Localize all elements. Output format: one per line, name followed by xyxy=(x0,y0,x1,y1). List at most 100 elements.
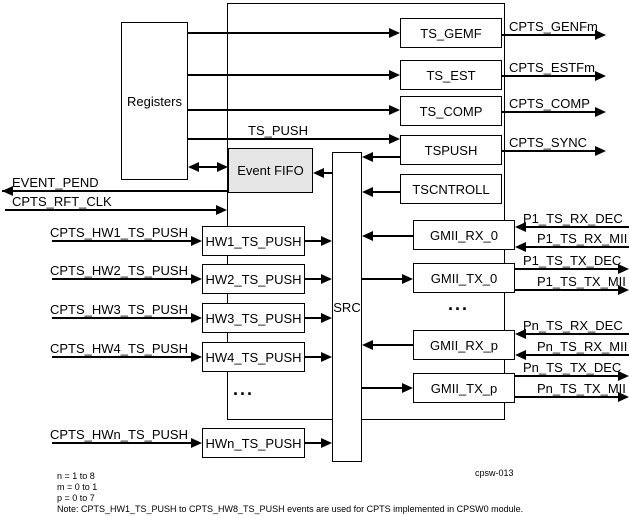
block-gmii-rx-0: GMII_RX_0 xyxy=(413,220,515,250)
wire-hw1-src xyxy=(305,240,321,242)
wire-p1-ts-rx-dec xyxy=(521,226,629,228)
arrowhead-left xyxy=(188,162,199,172)
arrowhead-right xyxy=(595,71,606,81)
arrowhead-left xyxy=(515,350,526,360)
label-cpts-genfm: CPTS_GENFm xyxy=(509,19,598,34)
label-cpts-comp: CPTS_COMP xyxy=(509,96,590,111)
block-hw4-ts-push: HW4_TS_PUSH xyxy=(202,342,305,372)
wire-hw4-src xyxy=(305,356,321,358)
wire-cpts-estfm xyxy=(502,75,595,77)
cpts-module-boundary xyxy=(227,3,505,420)
wire-event-pend xyxy=(2,190,228,192)
arrowhead-left xyxy=(515,222,526,232)
block-src: SRC xyxy=(332,152,362,462)
arrowhead-right xyxy=(618,285,629,295)
wire-registers-ts-est xyxy=(188,74,389,76)
wire-cpts-hwn-ts-push xyxy=(52,442,191,444)
arrowhead-right xyxy=(389,105,400,115)
arrowhead-right xyxy=(191,352,202,362)
block-hwn-ts-push: HWn_TS_PUSH xyxy=(202,428,305,458)
wire-cpts-genfm xyxy=(502,34,595,36)
label-pn-ts-tx-dec: Pn_TS_TX_DEC xyxy=(523,360,622,375)
block-hw3-ts-push: HW3_TS_PUSH xyxy=(202,303,305,333)
label-cpts-hwn-ts-push: CPTS_HWn_TS_PUSH xyxy=(50,427,188,442)
arrowhead-right xyxy=(321,274,332,284)
wire-src-gmii-tx-0 xyxy=(362,278,402,280)
block-hw1-ts-push: HW1_TS_PUSH xyxy=(202,226,305,256)
wire-registers-event-fifo xyxy=(199,166,219,168)
wire-pn-ts-rx-mii xyxy=(521,354,629,356)
arrowhead-right xyxy=(321,352,332,362)
label-event-pend: EVENT_PEND xyxy=(12,175,99,190)
wire-cpts-hw4-ts-push xyxy=(52,356,191,358)
block-gmii-tx-0: GMII_TX_0 xyxy=(413,263,515,293)
wire-gmii-rx-0-src xyxy=(367,235,413,237)
arrowhead-right xyxy=(191,438,202,448)
wire-pn-ts-tx-mii xyxy=(515,396,618,398)
arrowhead-right xyxy=(402,383,413,393)
block-ts-comp: TS_COMP xyxy=(400,96,502,126)
block-ts-gemf: TS_GEMF xyxy=(400,18,502,48)
arrowhead-right xyxy=(595,146,606,156)
block-tscntroll: TSCNTROLL xyxy=(400,174,502,204)
wire-p1-ts-tx-mii xyxy=(515,289,618,291)
block-ts-est: TS_EST xyxy=(400,60,502,90)
label-pn-ts-rx-mii: Pn_TS_RX_MII xyxy=(537,339,628,354)
label-p1-ts-tx-mii: P1_TS_TX_MII xyxy=(537,274,626,289)
wire-tspush-src xyxy=(367,156,400,158)
figure-id: cpsw-013 xyxy=(475,468,514,478)
block-gmii-tx-p: GMII_TX_p xyxy=(413,373,515,403)
arrowhead-right xyxy=(389,134,400,144)
label-p1-ts-rx-mii: P1_TS_RX_MII xyxy=(537,231,628,246)
arrowhead-right xyxy=(321,236,332,246)
arrowhead-right xyxy=(389,70,400,80)
arrowhead-left xyxy=(313,168,324,178)
wire-p1-ts-rx-mii xyxy=(521,246,629,248)
wire-pn-ts-tx-dec xyxy=(515,375,618,377)
arrowhead-left xyxy=(362,187,373,197)
label-ts-push: TS_PUSH xyxy=(248,123,308,138)
wire-cpts-hw2-ts-push xyxy=(52,278,191,280)
wire-tscntroll-src xyxy=(367,191,400,193)
arrowhead-right xyxy=(618,264,629,274)
arrowhead-right xyxy=(191,274,202,284)
arrowhead-right xyxy=(402,274,413,284)
wire-cpts-rft-clk xyxy=(5,209,216,211)
wire-registers-ts-gemf xyxy=(188,32,389,34)
block-registers: Registers xyxy=(121,22,188,180)
note-usage: Note: CPTS_HW1_TS_PUSH to CPTS_HW8_TS_PU… xyxy=(57,504,524,514)
wire-gmii-rx-p-src xyxy=(367,344,413,346)
arrowhead-left xyxy=(362,231,373,241)
arrowhead-right xyxy=(321,438,332,448)
wire-hw2-src xyxy=(305,278,321,280)
label-pn-ts-tx-mii: Pn_TS_TX_MII xyxy=(537,381,626,396)
arrowhead-left xyxy=(2,186,13,196)
arrowhead-left xyxy=(515,329,526,339)
arrowhead-right xyxy=(216,205,227,215)
arrowhead-right xyxy=(595,30,606,40)
block-event-fifo: Event FIFO xyxy=(228,148,313,193)
note-p-range: p = 0 to 7 xyxy=(57,493,95,503)
label-cpts-hw1-ts-push: CPTS_HW1_TS_PUSH xyxy=(50,225,188,240)
wire-hw3-src xyxy=(305,317,321,319)
arrowhead-left xyxy=(362,152,373,162)
wire-ts-push xyxy=(188,138,389,140)
hw-ellipsis: ... xyxy=(233,379,255,399)
label-cpts-hw3-ts-push: CPTS_HW3_TS_PUSH xyxy=(50,302,188,317)
wire-hwn-src xyxy=(305,442,321,444)
block-hw2-ts-push: HW2_TS_PUSH xyxy=(202,264,305,294)
wire-src-event-fifo xyxy=(317,172,332,174)
label-cpts-rft-clk: CPTS_RFT_CLK xyxy=(12,194,112,209)
wire-src-gmii-tx-p xyxy=(362,387,402,389)
label-p1-ts-rx-dec: P1_TS_RX_DEC xyxy=(523,211,623,226)
label-pn-ts-rx-dec: Pn_TS_RX_DEC xyxy=(523,318,623,333)
wire-pn-ts-rx-dec xyxy=(521,333,629,335)
arrowhead-right xyxy=(191,236,202,246)
note-m-range: m = 0 to 1 xyxy=(57,482,98,492)
label-cpts-hw2-ts-push: CPTS_HW2_TS_PUSH xyxy=(50,263,188,278)
block-gmii-rx-p: GMII_RX_p xyxy=(413,330,515,360)
wire-cpts-comp xyxy=(502,111,595,113)
gmii-ellipsis: ... xyxy=(448,294,470,314)
label-cpts-sync: CPTS_SYNC xyxy=(509,135,588,150)
arrowhead-right xyxy=(217,162,228,172)
